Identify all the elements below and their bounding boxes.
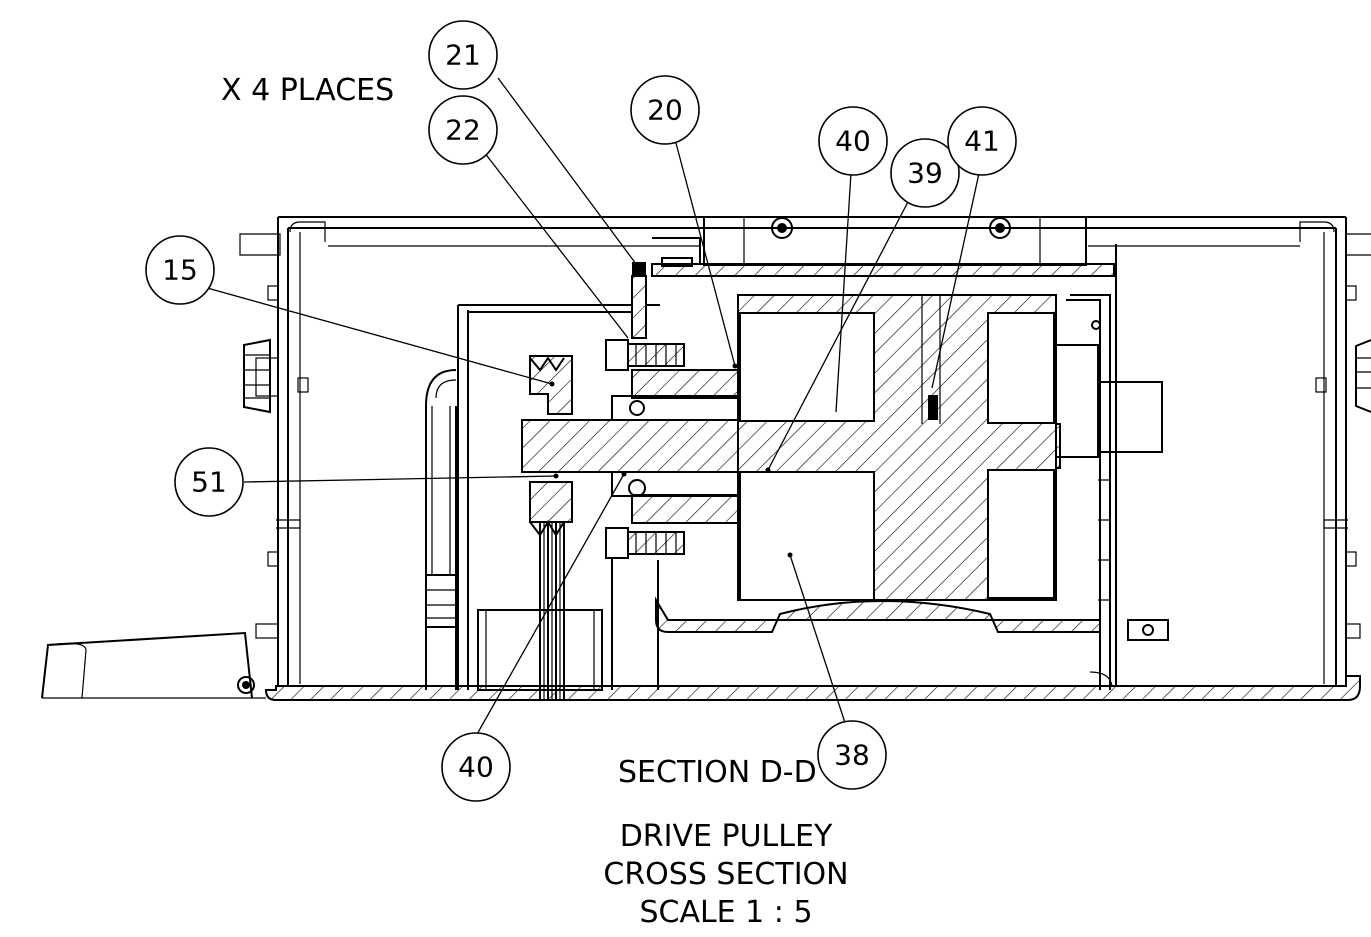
vertical-tube <box>425 369 457 690</box>
balloon-20: 20 <box>630 75 700 145</box>
balloon-40-top-label: 40 <box>835 125 871 158</box>
balloon-51-label: 51 <box>191 466 227 499</box>
balloon-22: 22 <box>428 95 498 165</box>
balloon-40-bottom-label: 40 <box>458 751 494 784</box>
section-label: SECTION D-D <box>618 755 817 790</box>
balloon-15: 15 <box>145 235 215 305</box>
title-line-2: CROSS SECTION <box>603 857 848 892</box>
title-line-1: DRIVE PULLEY <box>620 819 833 854</box>
balloon-40-top: 40 <box>818 106 888 176</box>
mounting-bolts <box>605 262 685 559</box>
balloon-38: 38 <box>817 720 887 790</box>
balloon-21: 21 <box>428 20 498 90</box>
v-belt-pulley <box>529 355 573 700</box>
balloon-15-label: 15 <box>162 254 198 287</box>
drive-drum <box>655 294 1101 633</box>
balloon-51: 51 <box>174 447 244 517</box>
right-knob <box>1355 339 1371 413</box>
balloon-41-label: 41 <box>964 125 1000 158</box>
motor-block <box>1055 244 1169 690</box>
support-plate <box>457 304 660 690</box>
top-mount <box>651 216 1115 277</box>
bottom-supports <box>611 558 659 690</box>
foot-switch <box>41 631 266 699</box>
left-knob <box>243 338 279 414</box>
balloon-38-label: 38 <box>834 739 870 772</box>
balloon-20-label: 20 <box>647 94 683 127</box>
balloon-22-label: 22 <box>445 114 481 147</box>
balloon-39-label: 39 <box>907 157 943 190</box>
balloon-39: 39 <box>890 138 960 208</box>
leader-dots <box>549 363 793 558</box>
places-note: X 4 PLACES <box>221 73 394 108</box>
balloon-41: 41 <box>947 106 1017 176</box>
scale-label: SCALE 1 : 5 <box>639 895 812 930</box>
leader-lines <box>199 77 984 739</box>
balloon-21-label: 21 <box>445 39 481 72</box>
balloon-40-bottom: 40 <box>441 732 511 802</box>
